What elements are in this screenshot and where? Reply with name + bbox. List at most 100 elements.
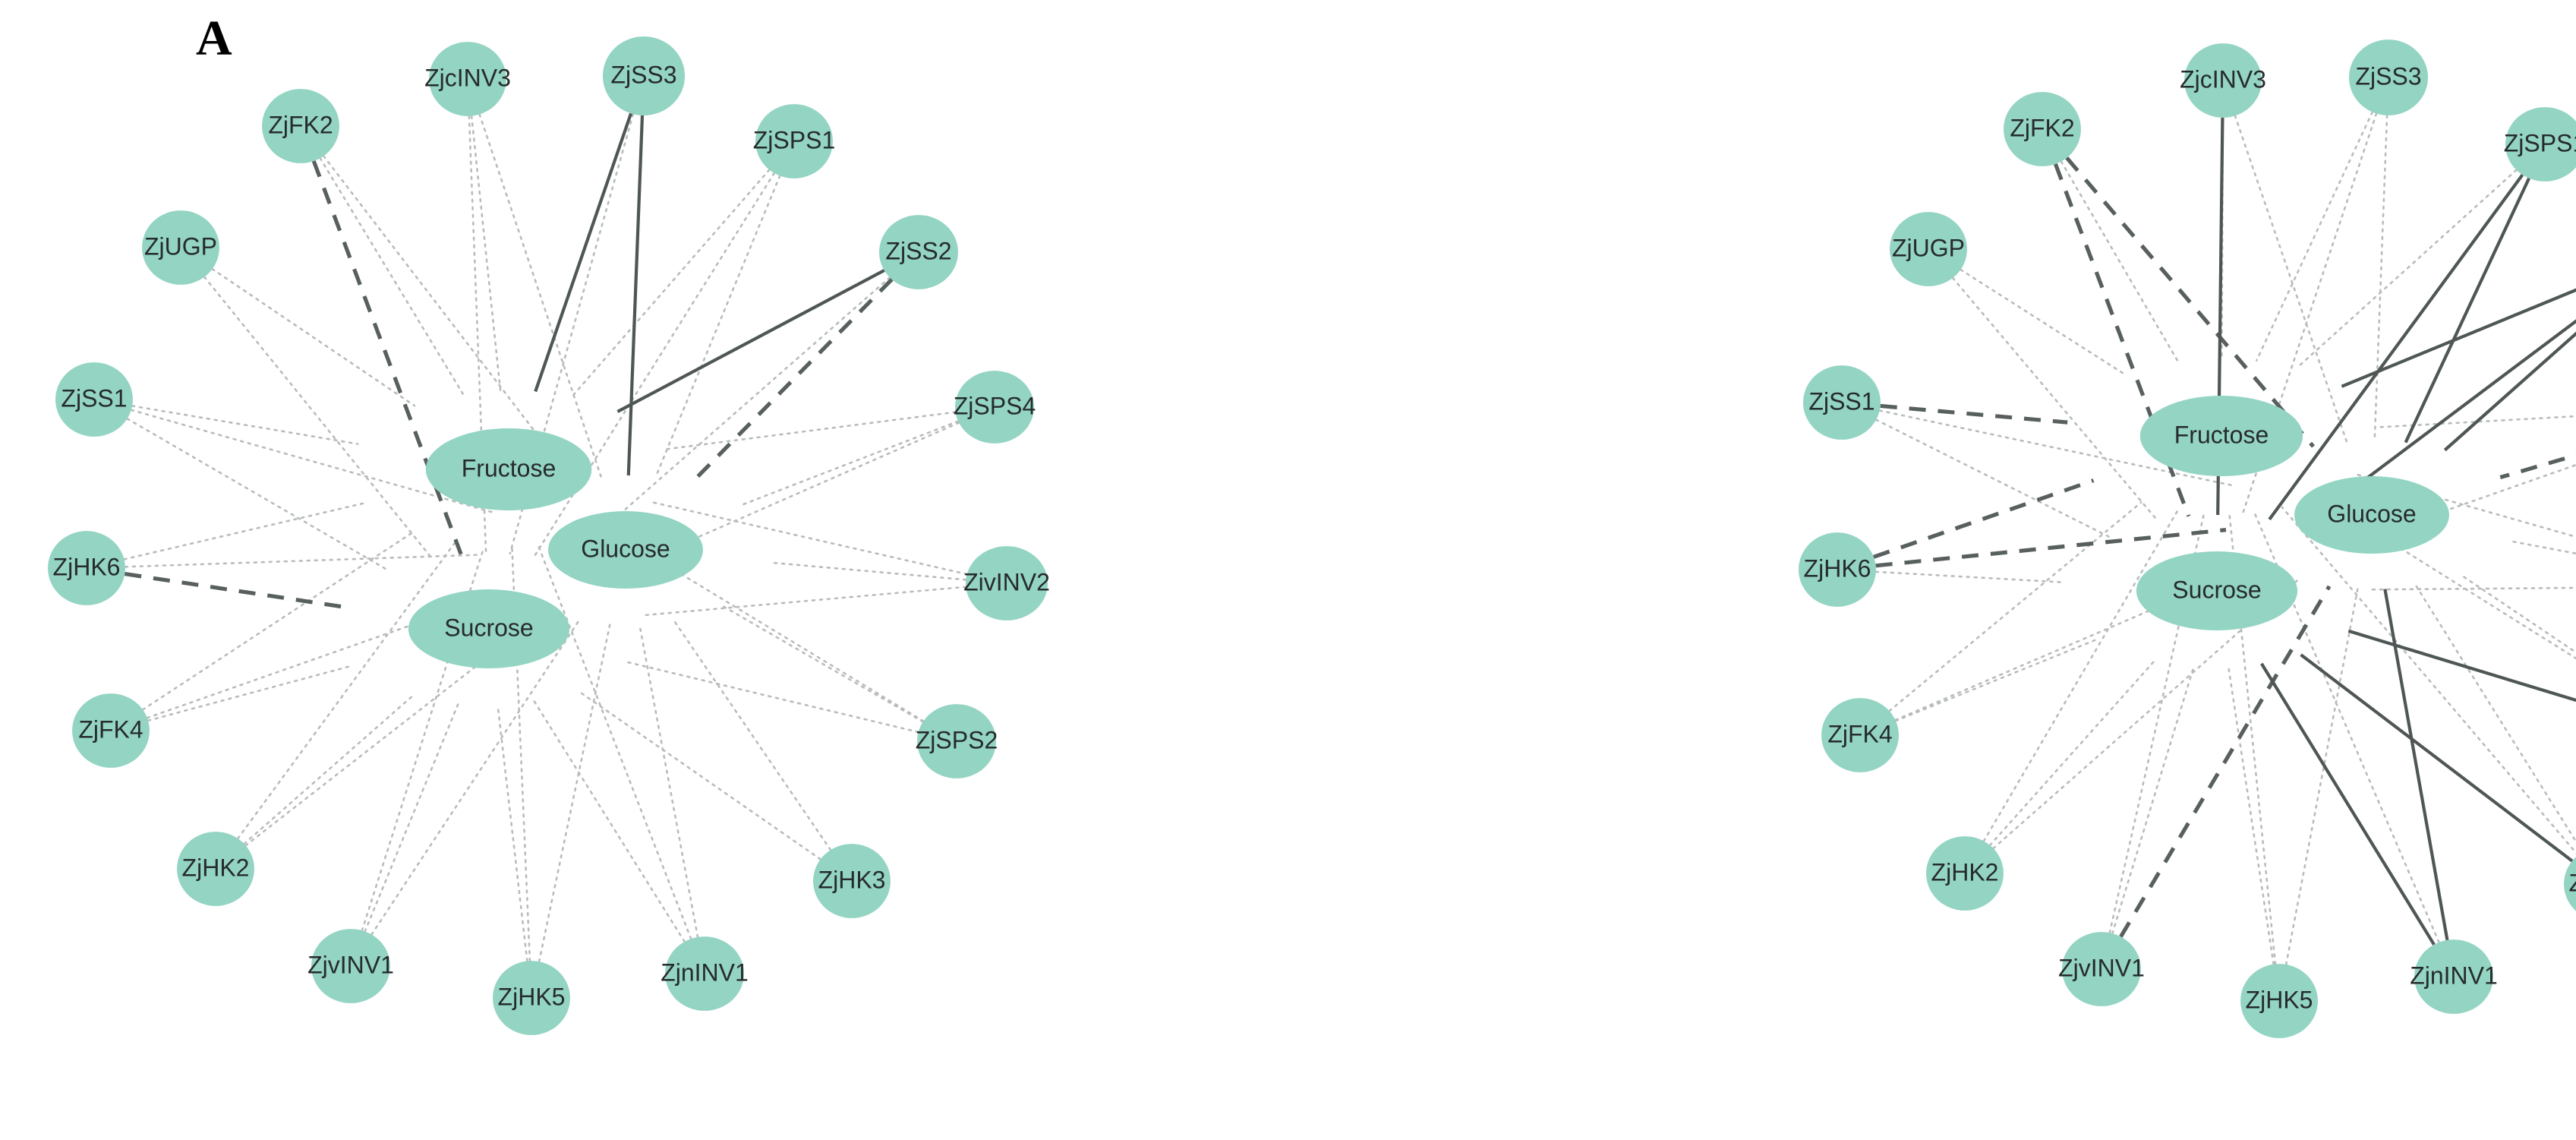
node-label-zivinv2: ZivINV2 (963, 568, 1050, 595)
node-zjugp[interactable]: ZjUGP (1890, 212, 1967, 286)
edge-zjfk4-glucose (1894, 562, 2260, 722)
node-zjsps1[interactable]: ZjSPS1 (753, 104, 835, 178)
node-shape-zjss3 (602, 36, 686, 115)
node-label-zjvinv1: ZjvINV1 (2058, 954, 2145, 981)
node-shape-glucose (548, 511, 703, 589)
edge-zjvinv1-glucose (2119, 585, 2332, 938)
node-zjhk5[interactable]: ZjHK5 (2240, 964, 2318, 1038)
edge-zjhk3-glucose (2415, 585, 2576, 844)
edge-zjfk2-sucrose (2053, 163, 2191, 517)
edge-zjhk3-fructose (2281, 506, 2576, 854)
edge-zjvinv1-glucose (370, 619, 580, 936)
node-zjhk3[interactable]: ZjHK3 (2564, 847, 2576, 921)
node-zjhk6[interactable]: ZjHK6 (48, 531, 125, 605)
node-zjvinv1[interactable]: ZjvINV1 (307, 929, 394, 1003)
edge-zjugp-fructose (211, 267, 416, 407)
edge-zjhk6-sucrose (1874, 570, 2064, 583)
edge-zjsps4-glucose (2499, 453, 2576, 480)
node-sucrose[interactable]: Sucrose (408, 589, 570, 668)
edge-zjhk5-glucose (538, 623, 611, 963)
edge-zjvinv2-glucose (2510, 540, 2576, 555)
node-label-zjsps4: ZjSPS4 (954, 392, 1036, 419)
node-sucrose[interactable]: Sucrose (2136, 551, 2298, 630)
node-zjfk4[interactable]: ZjFK4 (1821, 698, 1899, 772)
edge-zivinv2-sucrose (640, 586, 967, 617)
node-shape-sucrose (2136, 551, 2298, 630)
node-shape-zjsps1 (2505, 107, 2576, 182)
node-zjfk2[interactable]: ZjFK2 (2004, 92, 2081, 166)
node-label-fructose: Fructose (462, 454, 556, 482)
edge-zjugp-sucrose (1951, 276, 2159, 522)
node-label-zjss1: ZjSS1 (1808, 387, 1874, 415)
node-zjss1[interactable]: ZjSS1 (1803, 365, 1881, 440)
edge-zjfk2-sucrose (311, 160, 463, 555)
node-zjcinv3[interactable]: ZjcINV3 (2180, 43, 2266, 118)
node-label-zjss2: ZjSS2 (885, 237, 951, 264)
network-panel-b: B ZjFK2ZjcINV3ZjSS3ZjSPS1ZjSS2ZjUGPZjSS1… (1288, 0, 2576, 1140)
node-shape-zjhk5 (493, 961, 570, 1035)
node-shape-zjhk3 (2564, 857, 2576, 911)
node-shape-fructose (425, 428, 592, 511)
node-fructose[interactable]: Fructose (2139, 395, 2303, 477)
node-label-zjhk5: ZjHK5 (498, 983, 566, 1010)
edge-zivinv2-fructose (652, 501, 968, 576)
node-zivinv2[interactable]: ZivINV2 (963, 546, 1050, 621)
edge-zjcinv3-fructose (470, 115, 502, 392)
edge-zjcinv3-glucose (478, 113, 602, 478)
edge-zjhk6-fructose (123, 502, 366, 561)
node-label-zjss3: ZjSS3 (2355, 62, 2421, 90)
node-glucose[interactable]: Glucose (548, 511, 703, 589)
edge-zjhk6-glucose (1875, 528, 2227, 568)
node-glucose[interactable]: Glucose (2294, 476, 2449, 554)
edge-zjfk2-fructose (319, 156, 464, 395)
node-zjhk2[interactable]: ZjHK2 (177, 832, 254, 906)
edge-zivinv2-glucose (771, 561, 967, 581)
node-zjsps4[interactable]: ZjSPS4 (954, 371, 1036, 444)
edge-zjss3-glucose (626, 115, 645, 476)
node-shape-zjfk2 (262, 89, 339, 163)
node-shape-zjss3 (2349, 39, 2428, 115)
node-label-zjhk6: ZjHK6 (1804, 554, 1871, 582)
node-zjsps2[interactable]: ZjSPS2 (916, 704, 998, 778)
node-shape-glucose (2294, 476, 2449, 554)
node-shape-zjfk4 (1821, 698, 1899, 772)
node-label-zjfk4: ZjFK4 (1827, 720, 1892, 747)
node-label-zjhk6: ZjHK6 (53, 553, 121, 580)
node-shape-sucrose (408, 589, 570, 668)
node-zjsps1[interactable]: ZjSPS1 (2504, 107, 2576, 182)
node-zjhk5[interactable]: ZjHK5 (493, 961, 570, 1035)
node-shape-zjhk3 (813, 844, 891, 918)
node-zjninv1[interactable]: ZjnINV1 (661, 936, 749, 1011)
edge-zjhk6-fructose (1873, 478, 2095, 559)
node-label-zjugp: ZjUGP (1892, 234, 1965, 261)
node-shape-zjhk2 (177, 832, 254, 906)
panel-a-letter: A (196, 11, 232, 66)
node-label-zjfk2: ZjFK2 (268, 111, 333, 138)
node-zjcinv3[interactable]: ZjcINV3 (424, 42, 511, 116)
node-shape-zjvinv1 (2062, 932, 2141, 1006)
node-zjss2[interactable]: ZjSS2 (879, 215, 958, 289)
node-zjfk4[interactable]: ZjFK4 (72, 693, 150, 768)
edge-zjsps2-sucrose (2347, 629, 2576, 703)
node-shape-zjss1 (55, 362, 133, 437)
node-zjhk3[interactable]: ZjHK3 (813, 844, 891, 918)
edge-zjfk4-fructose (141, 531, 414, 711)
node-shape-zjcinv3 (2184, 43, 2262, 118)
node-label-zjhk3: ZjHK3 (2569, 869, 2576, 896)
node-zjss3[interactable]: ZjSS3 (2349, 39, 2428, 115)
edge-zjhk2-sucrose (243, 694, 415, 845)
node-zjugp[interactable]: ZjUGP (142, 210, 219, 285)
node-zjhk2[interactable]: ZjHK2 (1926, 836, 2004, 911)
edge-zjss1-glucose (1878, 409, 2236, 488)
node-zjninv1[interactable]: ZjnINV1 (2410, 939, 2498, 1014)
node-zjfk2[interactable]: ZjFK2 (262, 89, 339, 163)
node-zjvinv1[interactable]: ZjvINV1 (2058, 932, 2145, 1006)
edge-zjsps1-fructose (570, 169, 771, 398)
node-zjss3[interactable]: ZjSS3 (602, 36, 686, 115)
node-zjss1[interactable]: ZjSS1 (55, 362, 133, 437)
edge-zjhk5-fructose (2228, 512, 2277, 965)
node-label-zjsps1: ZjSPS1 (753, 126, 835, 153)
node-fructose[interactable]: Fructose (425, 428, 592, 511)
node-zjhk6[interactable]: ZjHK6 (1799, 532, 1876, 607)
node-shape-zjvinv1 (311, 929, 390, 1003)
